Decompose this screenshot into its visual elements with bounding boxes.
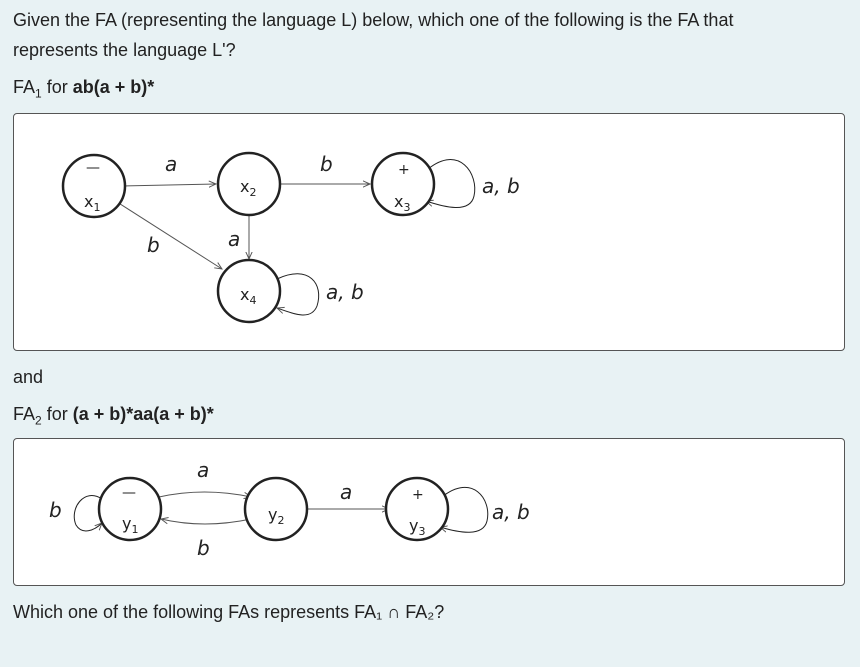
fa1-loop-x3 (426, 159, 476, 208)
fa1-x3-label: x3 (394, 192, 410, 214)
fa1-edge-x1-x4 (116, 201, 222, 269)
final-question: Which one of the following FAs represent… (13, 602, 445, 622)
fa1-x3-final-mark: + (398, 162, 410, 178)
fa2-label-y1-loop: b (49, 498, 62, 522)
fa1-x4-label: x4 (240, 285, 256, 307)
fa1-state-x3 (370, 151, 436, 217)
fa2-for: for (41, 404, 73, 424)
fa2-label-y3-loop: a, b (492, 500, 530, 524)
fa2-state-y1 (97, 476, 163, 542)
fa2-state-y2 (243, 476, 309, 542)
fa1-x1-start-mark: — (86, 160, 100, 176)
fa1-loop-x4 (277, 273, 320, 316)
fa1-edge-x1-x2 (123, 184, 216, 186)
fa2-label-y2-y3: a (340, 480, 352, 504)
question-line-2: represents the language L'? (13, 40, 236, 60)
fa1-label-x1-x4: b (147, 233, 160, 257)
fa1-label-x4-loop: a, b (326, 280, 364, 304)
fa1-label-x2-x3: b (320, 152, 333, 176)
fa2-edge-y2-y1 (161, 519, 252, 525)
fa1-label-x1-x2: a (165, 152, 177, 176)
fa2-loop-y1 (73, 495, 102, 532)
fa1-state-x4 (216, 258, 282, 324)
fa2-label-y2-y1: b (197, 536, 210, 560)
fa1-label-x3-loop: a, b (482, 174, 520, 198)
fa2-prefix: FA (13, 404, 36, 424)
question-line-1: Given the FA (representing the language … (13, 10, 734, 30)
fa1-x1-label: x1 (84, 192, 100, 214)
fa2-y3-label: y3 (409, 516, 425, 538)
fa2-label-y1-y2: a (197, 458, 209, 482)
fa1-prefix: FA (13, 77, 36, 97)
fa2-y3-final-mark: + (412, 487, 424, 503)
fa1-x2-label: x2 (240, 177, 256, 199)
fa1-state-x2 (216, 151, 282, 217)
fa2-subscript: 2 (35, 413, 42, 428)
fa2-regex: (a + b)*aa(a + b)* (72, 404, 214, 424)
fa1-subscript: 1 (35, 86, 42, 101)
fa2-y1-label: y1 (122, 514, 138, 536)
fa2-y1-start-mark: — (122, 485, 136, 501)
fa2-edge-y1-y2 (158, 491, 251, 497)
fa2-loop-y3 (440, 486, 489, 533)
fa1-state-x1 (61, 153, 127, 219)
fa2-caption: FA2 for (a + b)*aa(a + b)* (13, 404, 214, 428)
fa1-regex: ab(a + b)* (72, 77, 155, 97)
fa1-caption: FA1 for ab(a + b)* (13, 77, 154, 101)
fa1-diagram: — + x1 x2 x3 x4 a b b a a, b a, b (13, 113, 845, 351)
fa1-for: for (41, 77, 73, 97)
fa2-state-y3 (384, 476, 450, 542)
fa2-diagram: — + y1 y2 y3 a b a b a, b (13, 438, 845, 586)
fa2-y2-label: y2 (268, 505, 284, 527)
and-text: and (13, 367, 44, 387)
fa1-label-x2-x4: a (228, 227, 240, 251)
